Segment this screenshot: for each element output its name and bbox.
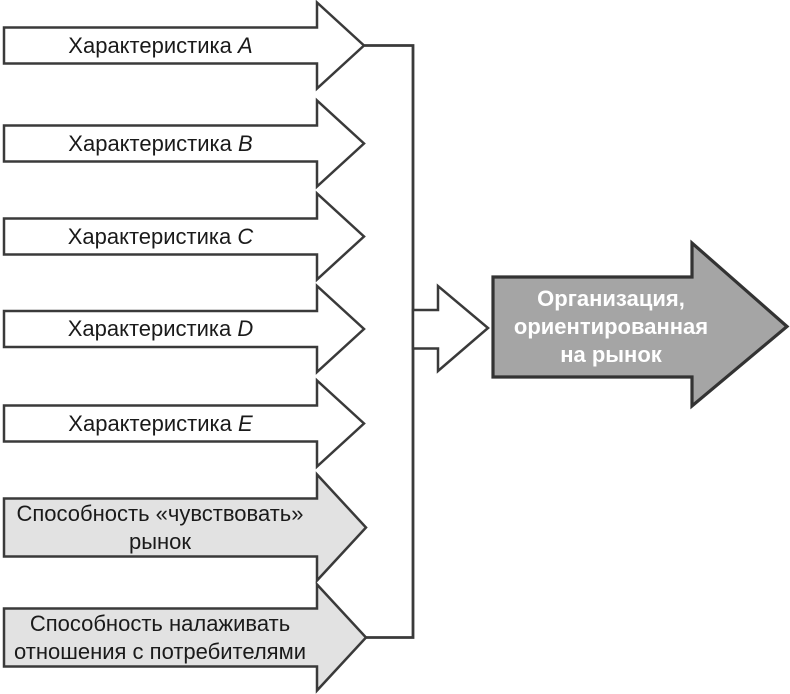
- connector-line: [364, 44, 415, 639]
- output-arrow: [491, 239, 790, 410]
- capability-arrow-sense-market: [2, 471, 368, 584]
- capability-arrow-customer-relations: [2, 581, 368, 694]
- input-arrow-b: [2, 97, 366, 190]
- input-arrow-c: [2, 190, 366, 283]
- input-arrow-a: [2, 0, 366, 92]
- merge-arrow: [411, 283, 490, 374]
- input-arrow-e: [2, 377, 366, 470]
- input-arrow-d: [2, 283, 366, 375]
